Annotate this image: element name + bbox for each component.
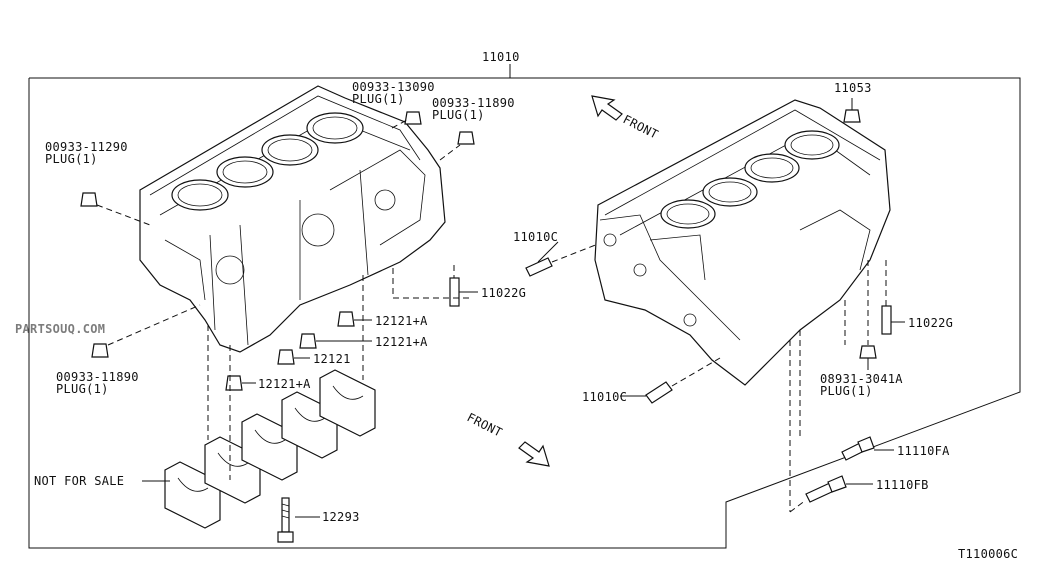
label-00933-13090[interactable]: 00933-13090: [352, 80, 435, 94]
label-00933-11290-desc: PLUG(1): [45, 152, 98, 166]
front-label-bottom: FRONT: [465, 410, 505, 440]
front-label-top: FRONT: [621, 112, 661, 142]
oil-jet-12121a-2[interactable]: [299, 333, 372, 349]
bolt-12293[interactable]: [277, 497, 320, 543]
label-11053[interactable]: 11053: [834, 81, 872, 95]
leader-lines: [142, 241, 646, 482]
watermark: PARTSOUQ.COM: [15, 322, 105, 336]
oil-jet-12121[interactable]: [277, 349, 310, 365]
label-00933-11890-top-desc: PLUG(1): [432, 108, 485, 122]
label-11022g-right[interactable]: 11022G: [908, 316, 953, 330]
label-00933-11890-bottom[interactable]: 00933-11890: [56, 370, 139, 384]
part-labels: 11010 11053 00933-13090 PLUG(1) 00933-11…: [34, 50, 1018, 561]
label-not-for-sale: NOT FOR SALE: [34, 474, 124, 488]
plug-00933-11890-bottom[interactable]: [91, 304, 201, 358]
label-08931-3041a[interactable]: 08931-3041A: [820, 372, 903, 386]
label-11010: 11010: [482, 50, 520, 64]
label-12121[interactable]: 12121: [313, 352, 351, 366]
dowel-11022g-right[interactable]: [881, 260, 905, 335]
dowel-11022g-left[interactable]: [449, 265, 478, 307]
dowel-11010c-top[interactable]: [525, 243, 599, 277]
label-11110fa[interactable]: 11110FA: [897, 444, 950, 458]
cylinder-block-left[interactable]: [139, 85, 446, 353]
label-12121a-3[interactable]: 12121+A: [258, 377, 311, 391]
label-08931-3041a-desc: PLUG(1): [820, 384, 873, 398]
dowel-11010c-bottom[interactable]: [645, 357, 721, 404]
diagram-code: T110006C: [958, 547, 1018, 561]
front-arrow-top: FRONT: [591, 95, 661, 142]
plug-00933-11890-top[interactable]: [439, 131, 475, 161]
label-00933-13090-desc: PLUG(1): [352, 92, 405, 106]
assembly-frame: [28, 64, 1021, 549]
label-00933-11290[interactable]: 00933-11290: [45, 140, 128, 154]
label-11010c-bottom[interactable]: 11010C: [582, 390, 627, 404]
label-11110fb[interactable]: 11110FB: [876, 478, 929, 492]
label-11022g-left[interactable]: 11022G: [481, 286, 526, 300]
cylinder-block-right[interactable]: [594, 99, 891, 386]
plug-08931-3041a[interactable]: [859, 345, 877, 370]
assembly-guide-lines: [207, 260, 869, 513]
label-12121a-2[interactable]: 12121+A: [375, 335, 428, 349]
plug-11053[interactable]: [843, 98, 861, 123]
front-arrow-bottom: FRONT: [465, 410, 550, 467]
main-bearing-caps[interactable]: [164, 369, 376, 529]
label-12293[interactable]: 12293: [322, 510, 360, 524]
plug-00933-11290[interactable]: [80, 192, 151, 226]
label-11010c-top[interactable]: 11010C: [513, 230, 558, 244]
label-00933-11890-bottom-desc: PLUG(1): [56, 382, 109, 396]
bearing-cap-5[interactable]: [319, 369, 376, 437]
oil-jet-12121a-1[interactable]: [337, 311, 372, 327]
bolt-11110fb[interactable]: [805, 475, 873, 503]
bolt-11110fa[interactable]: [841, 436, 894, 461]
plug-00933-13090[interactable]: [391, 111, 422, 129]
label-00933-11890-top[interactable]: 00933-11890: [432, 96, 515, 110]
label-12121a-1[interactable]: 12121+A: [375, 314, 428, 328]
